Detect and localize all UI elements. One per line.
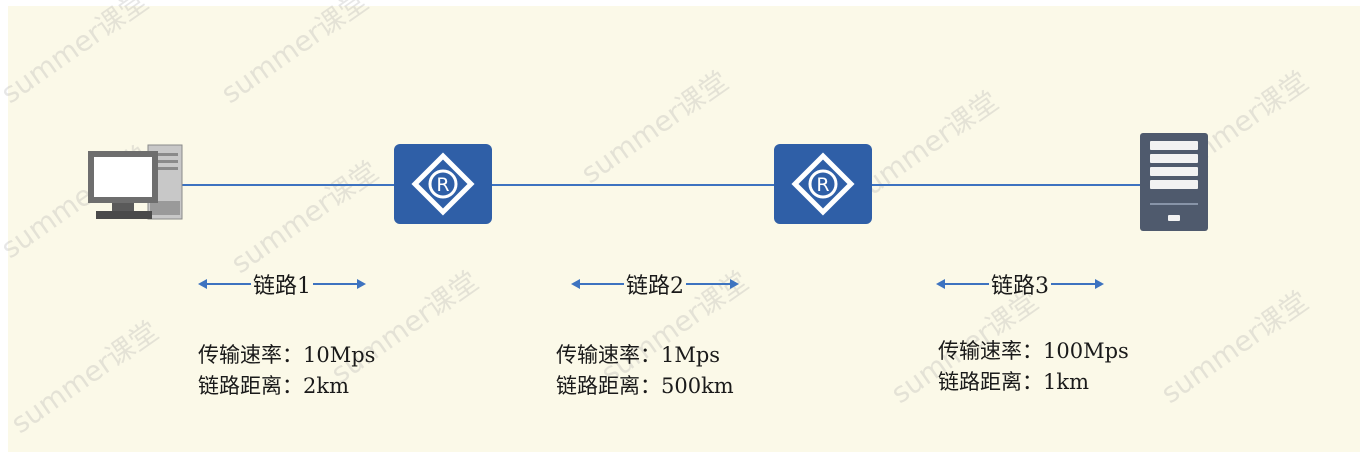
transmission-rate: 传输速率：100Mps — [938, 339, 1129, 363]
watermark: summer课堂 — [0, 0, 155, 110]
watermark: summer课堂 — [4, 314, 165, 440]
link-name: 链路2 — [626, 274, 684, 299]
link-line-3 — [872, 184, 1142, 186]
router-icon: R — [791, 152, 855, 216]
server-icon — [1140, 133, 1208, 235]
transmission-rate: 传输速率：10Mps — [198, 343, 376, 367]
link-line-1 — [178, 184, 394, 186]
right-arrow-icon — [1051, 279, 1104, 289]
watermark: summer课堂 — [1154, 284, 1315, 410]
left-arrow-icon — [936, 279, 989, 289]
link-2-info: 传输速率：1Mps 链路距离：500km — [556, 340, 734, 402]
right-arrow-icon — [313, 279, 366, 289]
router-1: R — [394, 144, 492, 224]
link-line-2 — [492, 184, 774, 186]
link-1-info: 传输速率：10Mps 链路距离：2km — [198, 340, 375, 402]
link-2-title: 链路2 — [571, 268, 739, 300]
left-arrow-icon — [571, 279, 624, 289]
watermark: summer课堂 — [214, 0, 375, 110]
watermark: summer课堂 — [224, 154, 385, 280]
watermark: summer课堂 — [574, 64, 735, 190]
router-2: R — [774, 144, 872, 224]
link-distance: 链路距离：1km — [938, 370, 1089, 394]
link-distance: 链路距离：2km — [198, 374, 349, 398]
computer-icon — [88, 143, 184, 227]
router-label: R — [816, 174, 829, 196]
link-distance: 链路距离：500km — [556, 374, 734, 398]
link-name: 链路1 — [253, 274, 311, 299]
router-icon: R — [411, 152, 475, 216]
link-3-title: 链路3 — [936, 268, 1104, 300]
router-label: R — [436, 174, 449, 196]
link-3-info: 传输速率：100Mps 链路距离：1km — [938, 336, 1129, 398]
right-arrow-icon — [686, 279, 739, 289]
transmission-rate: 传输速率：1Mps — [556, 343, 721, 367]
link-name: 链路3 — [991, 274, 1049, 299]
link-1-title: 链路1 — [198, 268, 366, 300]
left-arrow-icon — [198, 279, 251, 289]
